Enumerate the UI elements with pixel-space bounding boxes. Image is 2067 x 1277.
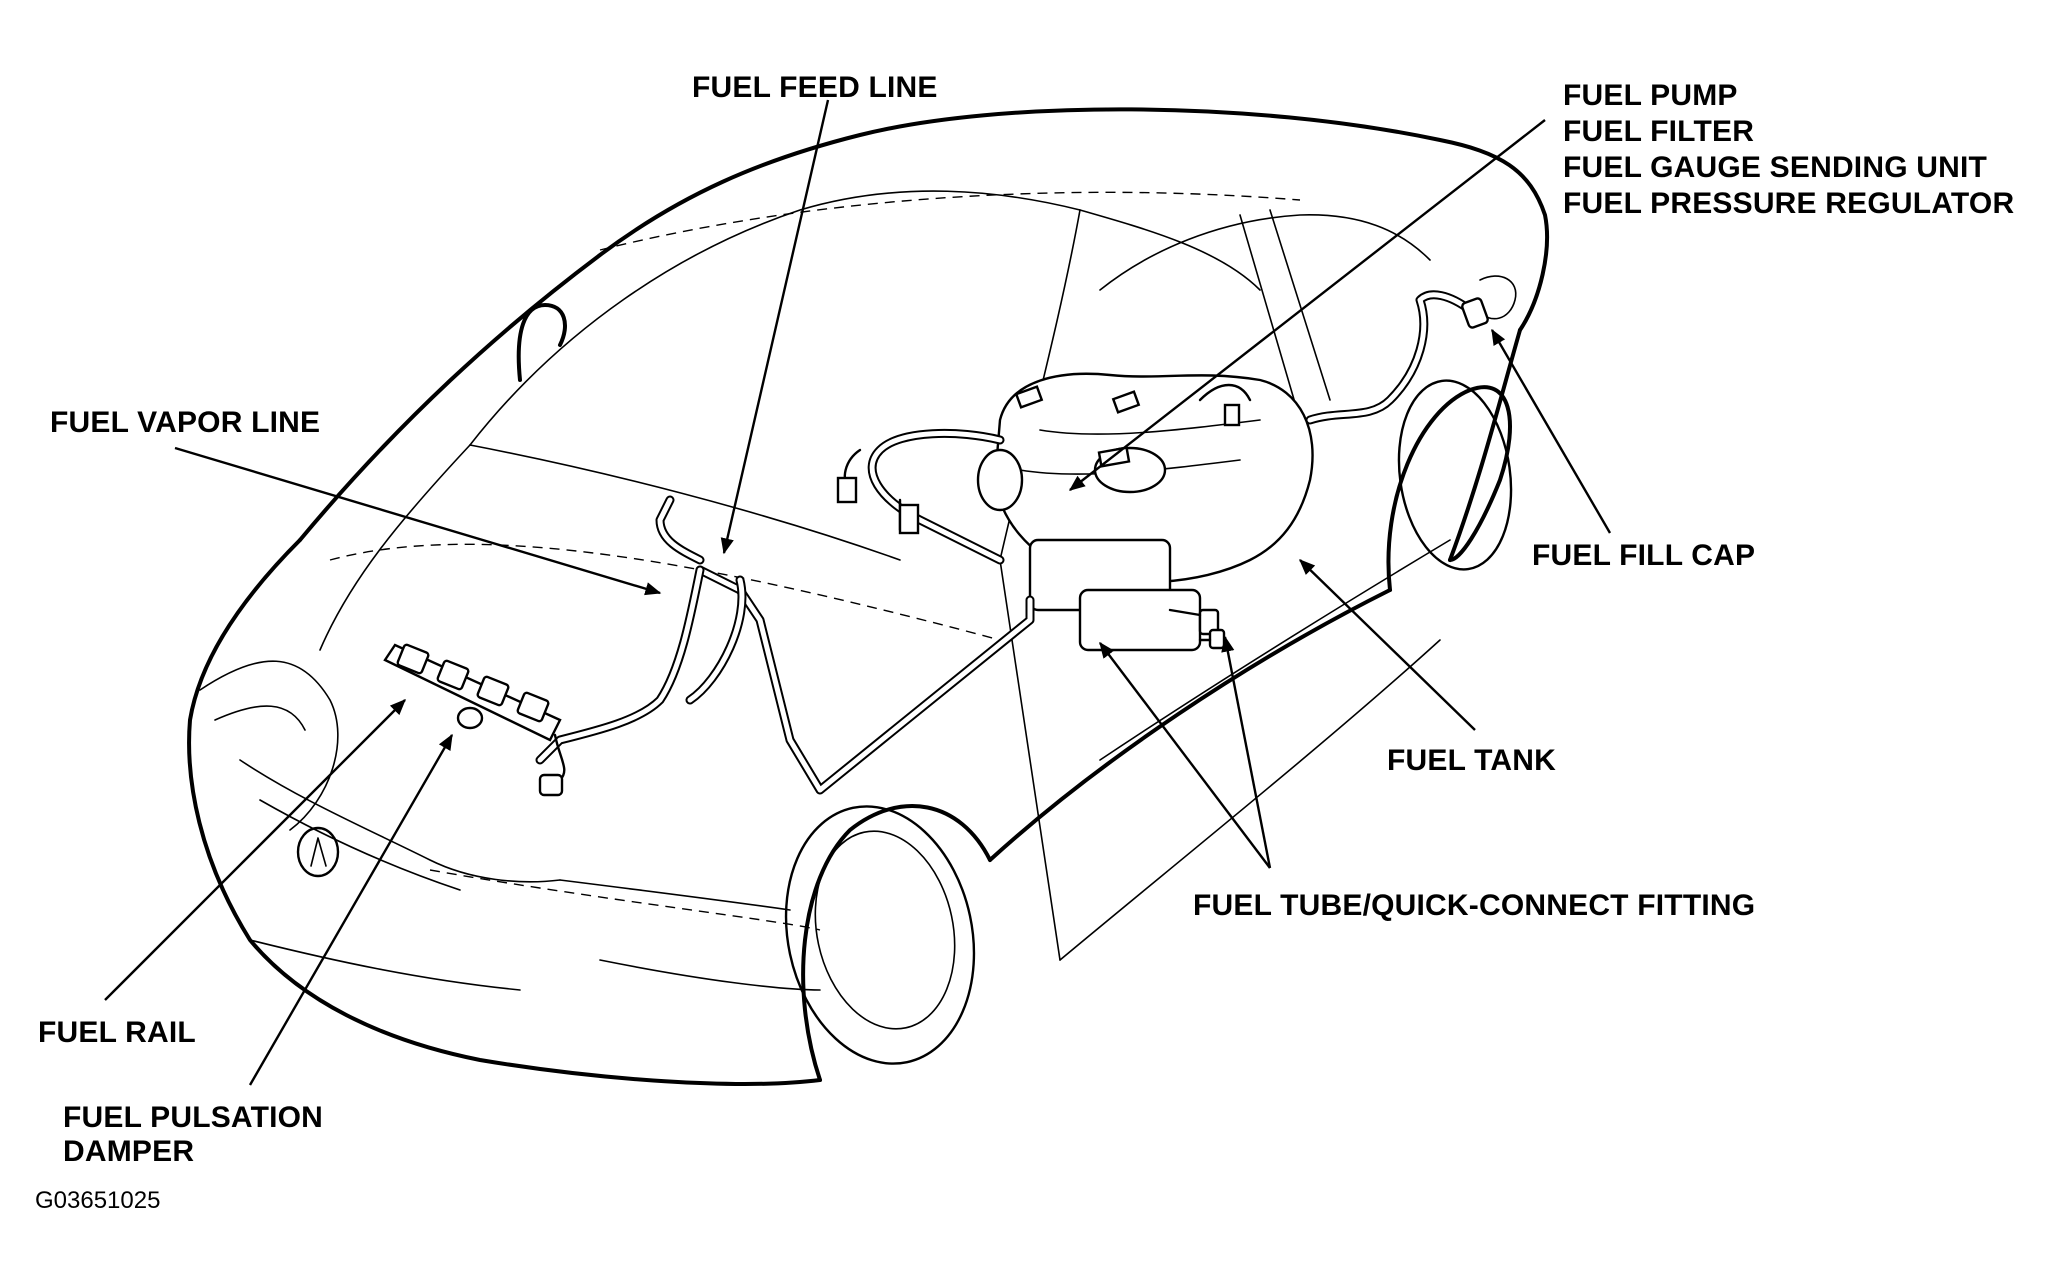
figure-code: G03651025 [35,1187,161,1214]
fuel-lines [535,290,1489,795]
label-fuel-gauge-sending-unit: FUEL GAUGE SENDING UNIT [1563,151,1988,184]
label-fuel-pump: FUEL PUMP [1563,79,1738,112]
car-details [199,190,1517,991]
car-body [187,107,1549,1086]
leader-lines [104,99,1612,1086]
label-fuel-fill-cap: FUEL FILL CAP [1532,539,1756,572]
label-damper: DAMPER [63,1135,195,1168]
label-fuel-pressure-regulator: FUEL PRESSURE REGULATOR [1563,187,2015,220]
label-fuel-tube-quick-connect-fitting: FUEL TUBE/QUICK-CONNECT FITTING [1193,889,1756,922]
fuel-rail-assembly [383,643,566,797]
label-fuel-filter: FUEL FILTER [1563,115,1755,148]
label-fuel-rail: FUEL RAIL [38,1016,196,1049]
label-fuel-tank: FUEL TANK [1387,744,1557,777]
label-fuel-vapor-line: FUEL VAPOR LINE [50,406,321,439]
label-fuel-pulsation: FUEL PULSATION [63,1101,324,1134]
label-fuel-feed-line: FUEL FEED LINE [692,71,938,104]
